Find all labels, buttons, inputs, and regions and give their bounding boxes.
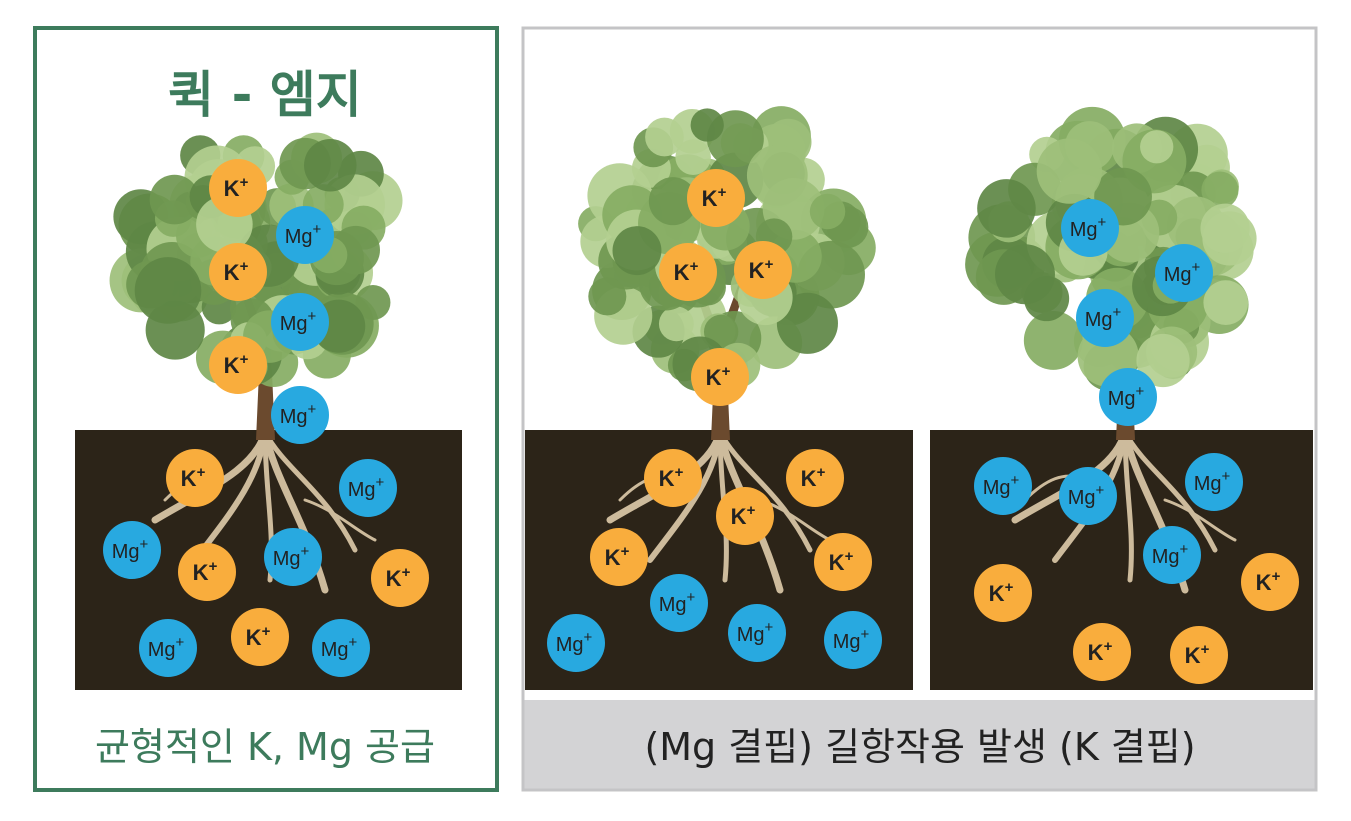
magnesium-ion: Mg+ — [271, 293, 329, 351]
magnesium-ion: Mg+ — [339, 459, 397, 517]
potassium-ion: K+ — [687, 169, 745, 227]
potassium-ion: K+ — [659, 243, 717, 301]
magnesium-ion: Mg+ — [824, 611, 882, 669]
potassium-ion: K+ — [716, 487, 774, 545]
potassium-ion: K+ — [1241, 553, 1299, 611]
magnesium-ion: Mg+ — [650, 574, 708, 632]
svg-text:K+: K+ — [1256, 568, 1281, 595]
magnesium-ion: Mg+ — [103, 521, 161, 579]
magnesium-ion: Mg+ — [1099, 368, 1157, 426]
tree-left — [109, 132, 403, 594]
magnesium-ion: Mg+ — [271, 386, 329, 444]
right-panel-caption: (Mg 결핍) 길항작용 발생 (K 결핍) — [644, 725, 1195, 769]
magnesium-ion: Mg+ — [1059, 467, 1117, 525]
potassium-ion: K+ — [590, 528, 648, 586]
svg-text:Mg+: Mg+ — [321, 634, 358, 661]
potassium-ion: K+ — [814, 533, 872, 591]
magnesium-ion: Mg+ — [264, 528, 322, 586]
potassium-ion: K+ — [644, 449, 702, 507]
potassium-ion: K+ — [691, 348, 749, 406]
potassium-ion: K+ — [166, 449, 224, 507]
magnesium-ion: Mg+ — [1185, 453, 1243, 511]
svg-text:K+: K+ — [659, 464, 684, 491]
svg-text:K+: K+ — [193, 558, 218, 585]
magnesium-ion: Mg+ — [974, 457, 1032, 515]
svg-text:Mg+: Mg+ — [273, 543, 310, 570]
svg-text:K+: K+ — [706, 363, 731, 390]
svg-text:Mg+: Mg+ — [280, 308, 317, 335]
magnesium-ion: Mg+ — [547, 614, 605, 672]
svg-text:Mg+: Mg+ — [1085, 304, 1122, 331]
potassium-ion: K+ — [734, 241, 792, 299]
magnesium-ion: Mg+ — [276, 206, 334, 264]
svg-text:Mg+: Mg+ — [148, 634, 185, 661]
magnesium-ion: Mg+ — [1061, 199, 1119, 257]
svg-text:Mg+: Mg+ — [1152, 541, 1189, 568]
svg-text:K+: K+ — [749, 256, 774, 283]
potassium-ion: K+ — [1073, 623, 1131, 681]
svg-text:Mg+: Mg+ — [1070, 214, 1107, 241]
magnesium-ion: Mg+ — [1155, 244, 1213, 302]
potassium-ion: K+ — [209, 159, 267, 217]
svg-text:K+: K+ — [702, 184, 727, 211]
potassium-ion: K+ — [178, 543, 236, 601]
svg-text:K+: K+ — [829, 548, 854, 575]
svg-text:Mg+: Mg+ — [737, 619, 774, 646]
svg-text:Mg+: Mg+ — [1194, 468, 1231, 495]
magnesium-ion: Mg+ — [312, 619, 370, 677]
svg-text:Mg+: Mg+ — [659, 589, 696, 616]
magnesium-ion: Mg+ — [1143, 526, 1201, 584]
svg-text:K+: K+ — [1088, 638, 1113, 665]
svg-text:K+: K+ — [386, 564, 411, 591]
potassium-ion: K+ — [371, 549, 429, 607]
svg-text:K+: K+ — [246, 623, 271, 650]
svg-text:K+: K+ — [224, 351, 249, 378]
svg-text:Mg+: Mg+ — [112, 536, 149, 563]
svg-text:Mg+: Mg+ — [1068, 482, 1105, 509]
svg-text:Mg+: Mg+ — [348, 474, 385, 501]
potassium-ion: K+ — [231, 608, 289, 666]
right-caption-bar — [524, 700, 1315, 789]
potassium-ion: K+ — [1170, 626, 1228, 684]
left-panel-caption: 균형적인 K, Mg 공급 — [95, 725, 435, 769]
svg-text:K+: K+ — [224, 174, 249, 201]
svg-text:K+: K+ — [605, 543, 630, 570]
svg-text:Mg+: Mg+ — [285, 221, 322, 248]
magnesium-ion: Mg+ — [1076, 289, 1134, 347]
svg-text:Mg+: Mg+ — [1164, 259, 1201, 286]
svg-text:Mg+: Mg+ — [280, 401, 317, 428]
svg-text:K+: K+ — [674, 258, 699, 285]
left-panel-title: 퀵 - 엠지 — [168, 66, 362, 124]
svg-text:K+: K+ — [801, 464, 826, 491]
svg-text:K+: K+ — [181, 464, 206, 491]
potassium-ion: K+ — [209, 243, 267, 301]
svg-text:K+: K+ — [731, 502, 756, 529]
svg-text:K+: K+ — [989, 579, 1014, 606]
potassium-ion: K+ — [209, 336, 267, 394]
svg-text:Mg+: Mg+ — [556, 629, 593, 656]
potassium-ion: K+ — [974, 564, 1032, 622]
potassium-ion: K+ — [786, 449, 844, 507]
magnesium-ion: Mg+ — [139, 619, 197, 677]
svg-text:Mg+: Mg+ — [983, 472, 1020, 499]
svg-text:Mg+: Mg+ — [1108, 383, 1145, 410]
magnesium-ion: Mg+ — [728, 604, 786, 662]
svg-text:Mg+: Mg+ — [833, 626, 870, 653]
svg-text:K+: K+ — [224, 258, 249, 285]
svg-text:K+: K+ — [1185, 641, 1210, 668]
